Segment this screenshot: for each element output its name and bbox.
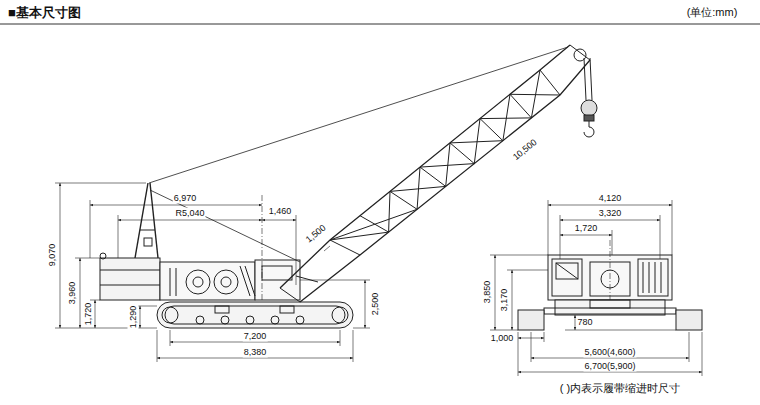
dimension-label: 5,600(4,600) [583,347,636,358]
dimension-label: 8,380 [243,347,268,358]
dimension-lines [490,200,702,376]
header-rule [0,24,760,25]
dimension-label: 1,720 [574,223,599,234]
dimension-label: 1,500 [303,222,329,246]
dimension-label: 3,170 [499,288,510,313]
dimension-label: R5,040 [174,208,205,219]
dimension-label: 6,700(5,900) [583,361,636,372]
dimension-label: 4,120 [598,193,623,204]
dimension-label: 9,070 [47,243,58,268]
dimension-label: 6,970 [173,193,198,204]
unit-note: (单位:mm) [687,7,738,18]
dimension-label: 1,720 [83,302,94,327]
dimension-label: 7,200 [243,331,268,342]
crane-side-view [100,45,597,328]
dimension-label: 3,960 [67,281,78,306]
dimension-label: 10,500 [510,136,540,163]
dimension-label: 780 [576,317,593,328]
dimension-label: 1,000 [490,333,515,344]
diagram-title: ■基本尺寸图 [8,6,81,19]
dimension-lines [55,183,370,362]
dimension-label: 3,850 [482,280,493,305]
dimension-label: 3,320 [598,208,623,219]
dimension-label: 1,290 [128,305,139,330]
diagram-caption: ( )内表示履带缩进时尺寸 [560,383,680,394]
dimension-label: 1,460 [268,206,293,217]
dimension-label: 2,500 [370,292,381,317]
crane-rear-view [518,240,702,330]
